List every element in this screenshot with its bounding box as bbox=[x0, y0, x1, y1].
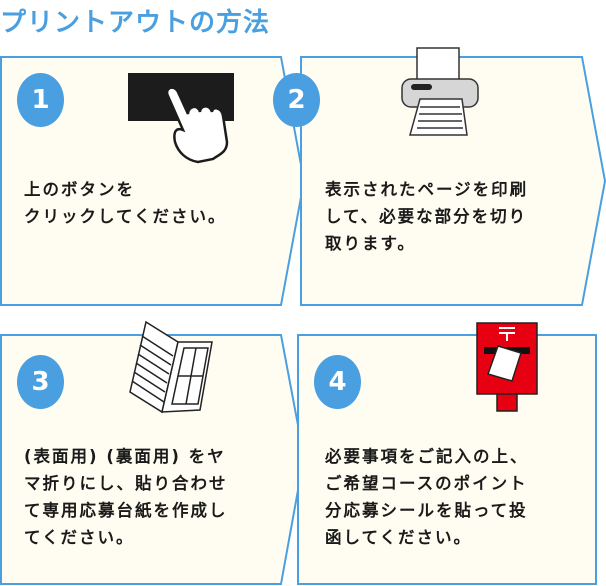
step-3-panel bbox=[0, 334, 306, 585]
step-4-text: 必要事項をご記入の上、 ご希望コースのポイント 分応募シールを貼って投 函してく… bbox=[325, 447, 529, 547]
step-1-badge: 1 bbox=[17, 73, 64, 127]
postbox-icon bbox=[476, 322, 538, 412]
step-4-badge: 4 bbox=[314, 355, 361, 409]
step-3-text: (表面用) (裏面用) をヤ マ折りにし、貼り合わせ て専用応募台紙を作成し て… bbox=[24, 447, 228, 547]
folded-form-icon bbox=[129, 320, 213, 414]
step-1-text: 上のボタンを クリックしてください。 bbox=[24, 180, 227, 226]
step-2-panel bbox=[300, 56, 606, 306]
step-2-text: 表示されたページを印刷 して、必要な部分を切り 取ります。 bbox=[325, 180, 529, 253]
printer-icon bbox=[401, 47, 479, 136]
page-title: プリントアウトの方法 bbox=[0, 8, 271, 38]
step-2-badge: 2 bbox=[273, 73, 320, 127]
hand-click-icon bbox=[128, 73, 234, 164]
step-3-badge: 3 bbox=[17, 355, 64, 409]
